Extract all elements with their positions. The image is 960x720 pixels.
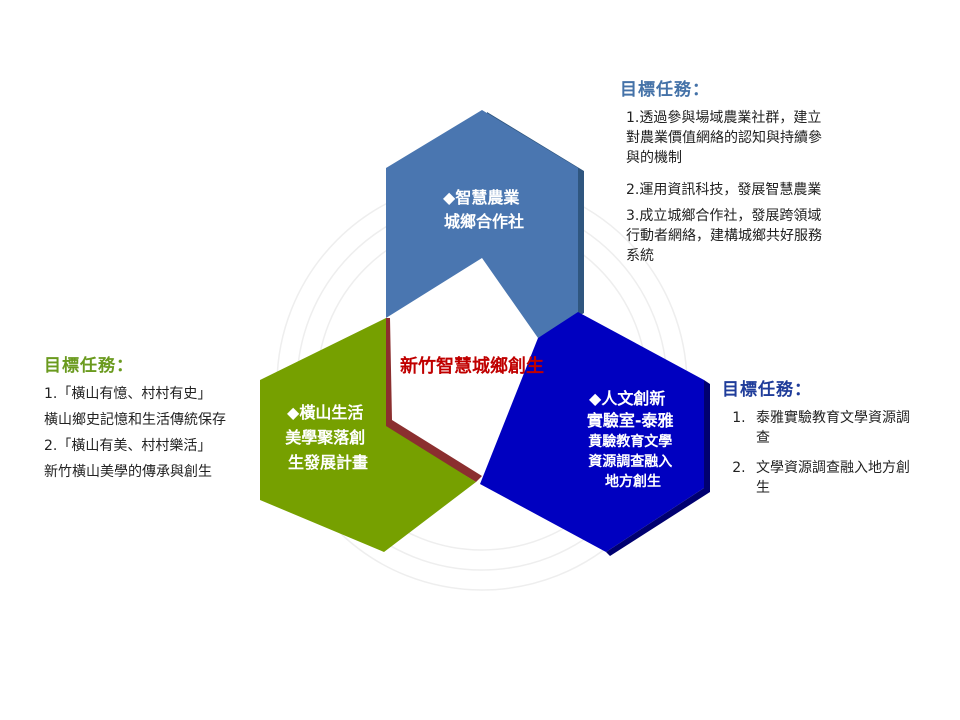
hexagon-top: ◆智慧農業 城鄉合作社 [386,110,584,338]
panel-top-title: 目標任務： [620,80,710,100]
panel-right-list: 泰雅實驗教育文學資源調查 文學資源調查融入地方創生 [722,408,922,498]
panel-top-item-3: 3.成立城鄉合作社，發展跨領域行動者網絡，建構城鄉共好服務系統 [626,208,822,264]
panel-right-goals: 目標任務： 泰雅實驗教育文學資源調查 文學資源調查融入地方創生 [722,380,922,508]
panel-top-item-2: 2.運用資訊科技，發展智慧農業 [626,182,822,198]
panel-left-goals: 目標任務： 1.「橫山有憶、村村有史」 橫山鄉史記憶和生活傳統保存 2.「橫山有… [44,356,254,488]
hexagon-right-label: ◆人文創新 實驗室-泰雅 賁驗教育文學 資源調查融入 地方創生 [587,389,679,490]
panel-right-item-1: 泰雅實驗教育文學資源調查 [750,408,922,448]
panel-left-item-3: 2.「橫山有美、村村樂活」 [44,438,212,454]
hexagon-left: ◆橫山生活 美學聚落創 生發展計畫 [260,318,482,552]
hexagon-right: ◆人文創新 實驗室-泰雅 賁驗教育文學 資源調查融入 地方創生 [480,312,710,556]
hexagon-top-shape [386,110,578,338]
hexagon-right-shadow [606,380,710,556]
panel-left-item-4: 新竹橫山美學的傳承與創生 [44,464,212,480]
panel-top-item-1: 1.透過參與場域農業社群，建立對農業價值網絡的認知與持續參與的機制 [626,110,822,166]
panel-right-title: 目標任務： [722,380,812,400]
panel-left-title: 目標任務： [44,356,134,376]
hexagon-left-label: ◆橫山生活 美學聚落創 生發展計畫 [285,403,371,472]
hexagon-right-shape [480,312,704,552]
panel-left-item-2: 橫山鄉史記憶和生活傳統保存 [44,412,226,428]
hexagon-top-label: ◆智慧農業 城鄉合作社 [443,188,525,231]
hexagon-left-shape [260,318,476,552]
panel-top-goals: 目標任務： 1.透過參與場域農業社群，建立對農業價值網絡的認知與持續參與的機制 … [620,80,835,272]
panel-right-item-2: 文學資源調查融入地方創生 [750,458,922,498]
panel-left-item-1: 1.「橫山有憶、村村有史」 [44,386,212,402]
center-label: 新竹智慧城鄉創生 [400,355,544,377]
